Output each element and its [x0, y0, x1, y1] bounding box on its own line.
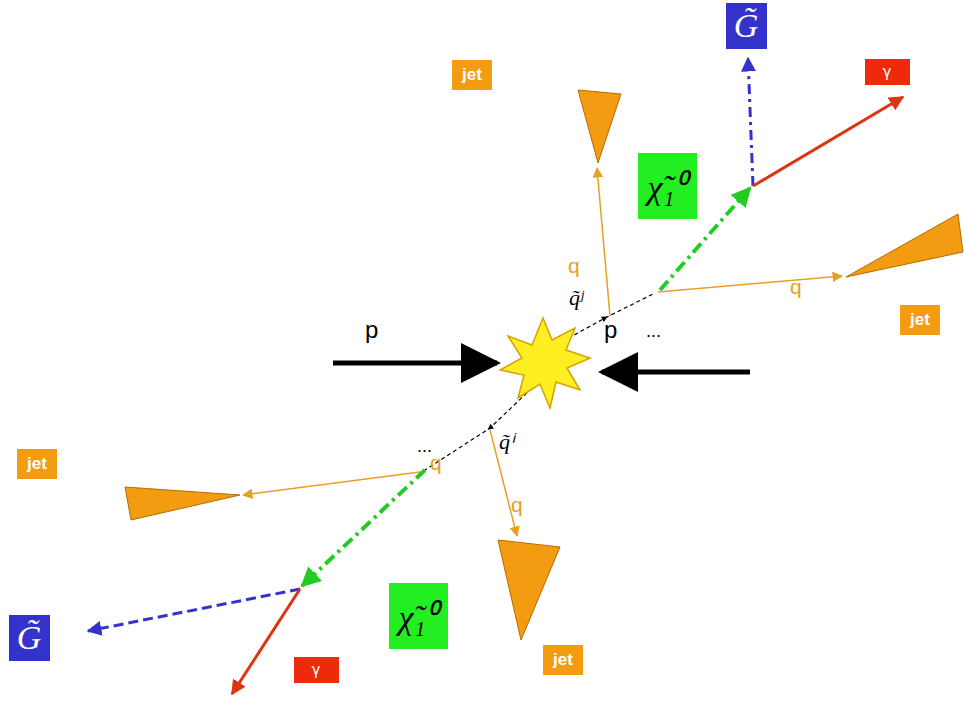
neutralino-line: [302, 470, 425, 586]
quark-label: q: [568, 254, 580, 278]
ellipsis: ...: [646, 321, 661, 342]
neutralino-box: χ̃₁⁰: [389, 583, 448, 649]
photon-line: [753, 97, 903, 186]
gravitino-line: [748, 58, 753, 186]
ellipsis: ...: [417, 436, 432, 457]
quark-line: [243, 472, 420, 495]
particle-name: jet: [553, 650, 573, 670]
photon-box: γ: [865, 59, 910, 85]
gravitino-line: [88, 589, 300, 631]
jet-cone: [498, 540, 560, 640]
particle-name: jet: [462, 65, 482, 85]
quark-line: [597, 168, 610, 316]
jet-cone: [578, 90, 621, 163]
quark-label: q: [430, 451, 442, 475]
particle-name: G̃: [17, 619, 42, 657]
jet-cone: [846, 214, 963, 277]
photon-line: [232, 589, 300, 694]
gravitino-box: G̃: [726, 3, 767, 49]
photon-box: γ: [294, 657, 339, 683]
particle-name: jet: [27, 454, 47, 474]
squark-label: q̃ⁱ: [499, 425, 514, 455]
jet-cone: [125, 487, 240, 520]
particle-name: jet: [910, 310, 930, 330]
jet-box: jet: [452, 60, 492, 90]
proton-label: p: [604, 316, 617, 344]
neutralino-box: χ̃₁⁰: [638, 153, 697, 219]
quark-label: q: [790, 275, 802, 299]
jet-box: jet: [17, 449, 57, 479]
collision-star: [500, 318, 590, 408]
quark-label: q: [511, 493, 523, 517]
jet-box: jet: [543, 645, 583, 675]
jet-box: jet: [900, 305, 940, 335]
particle-name: χ̃₁⁰: [399, 593, 438, 639]
proton-label: p: [365, 316, 378, 344]
proton-beam: [333, 361, 497, 366]
gravitino-box: G̃: [9, 615, 50, 661]
proton-beam: [602, 370, 750, 375]
particle-name: G̃: [734, 7, 759, 45]
quark-line: [658, 276, 842, 292]
particle-name: γ: [883, 63, 892, 81]
particle-name: γ: [312, 661, 321, 679]
squark-label: q̃ʲ: [569, 285, 584, 311]
particle-name: χ̃₁⁰: [648, 163, 687, 209]
